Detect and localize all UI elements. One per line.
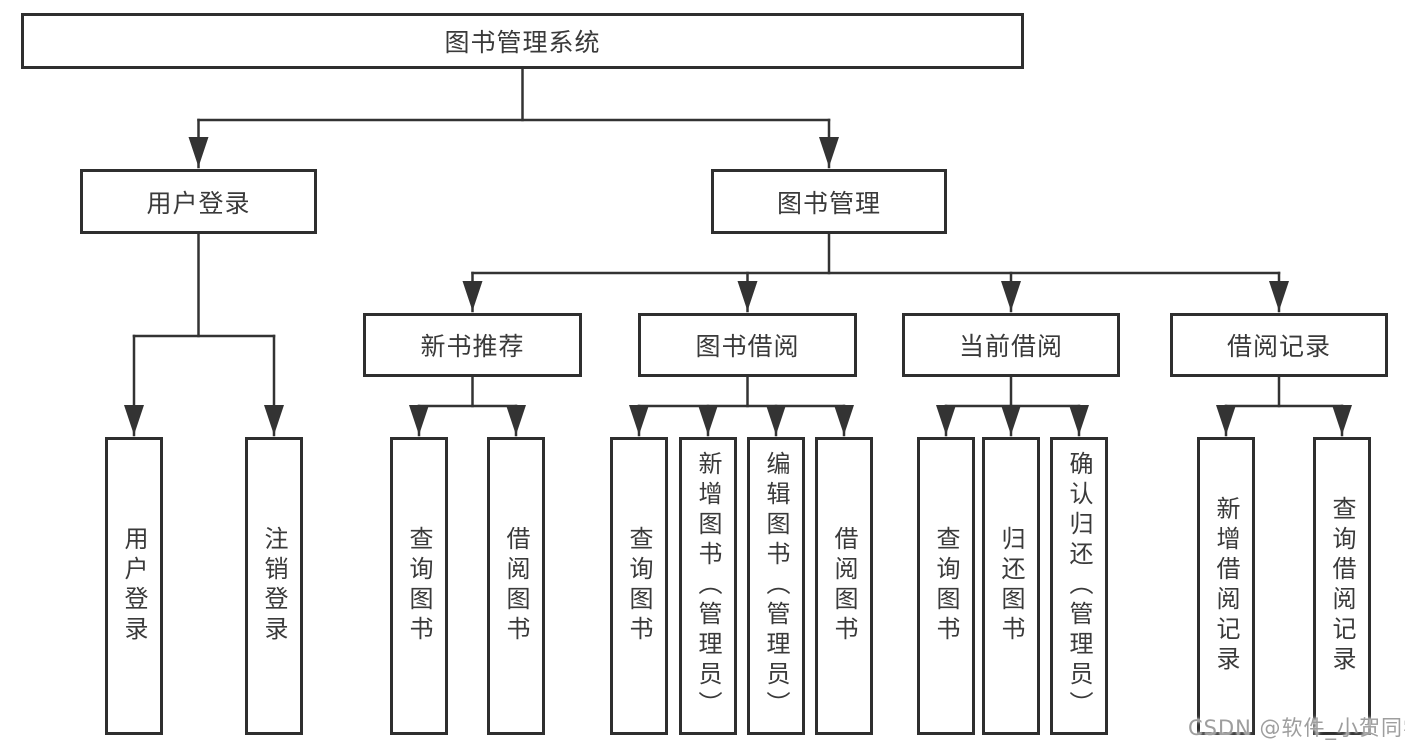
node-borrowing-records: 借阅记录: [1170, 313, 1388, 377]
leaf-add-books-admin: 新增图书（管理员）: [679, 437, 737, 735]
leaf-query-books: 查询图书: [390, 437, 448, 735]
node-book-borrowing: 图书借阅: [638, 313, 857, 377]
node-current-borrowing: 当前借阅: [902, 313, 1120, 377]
leaf-query-books: 查询图书: [917, 437, 975, 735]
leaf-query-books: 查询图书: [610, 437, 668, 735]
leaf-query-borrow-record: 查询借阅记录: [1313, 437, 1371, 735]
node-user-login: 用户登录: [80, 169, 317, 234]
node-new-book-recommendation: 新书推荐: [363, 313, 582, 377]
leaf-confirm-return-admin: 确认归还（管理员）: [1050, 437, 1108, 735]
leaf-return-books: 归还图书: [982, 437, 1040, 735]
leaf-add-borrow-record: 新增借阅记录: [1197, 437, 1255, 735]
leaf-user-login: 用户登录: [105, 437, 163, 735]
leaf-borrow-books: 借阅图书: [815, 437, 873, 735]
csdn-watermark: CSDN @软件_小贺同学: [1188, 716, 1405, 740]
node-root-system: 图书管理系统: [21, 13, 1024, 69]
leaf-borrow-books: 借阅图书: [487, 437, 545, 735]
node-book-management: 图书管理: [711, 169, 947, 234]
leaf-edit-books-admin: 编辑图书（管理员）: [747, 437, 805, 735]
leaf-logout: 注销登录: [245, 437, 303, 735]
